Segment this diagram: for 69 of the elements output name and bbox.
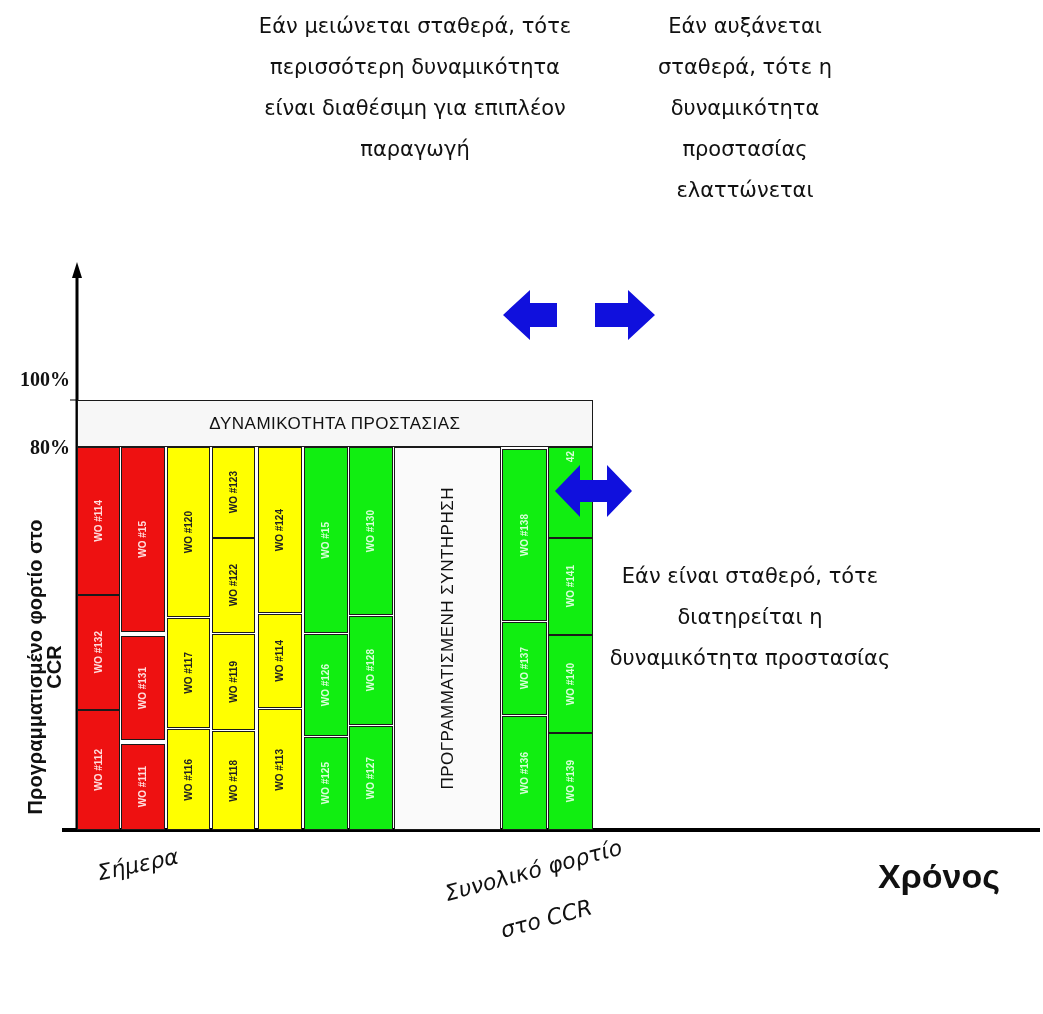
annotation-text: Εάν είναι σταθερό, τότε διατηρείται η δυναμικότητα προστασίας bbox=[608, 563, 892, 672]
block-label: WO #124 bbox=[274, 508, 286, 552]
work-order-block bbox=[121, 744, 165, 830]
block-label: WO #130 bbox=[365, 509, 377, 553]
work-order-block bbox=[502, 716, 547, 830]
work-order-block bbox=[304, 447, 348, 633]
block-label: ΔΥΝΑΜΙΚΟΤΗΤΑ ΠΡΟΣΤΑΣΙΑΣ bbox=[209, 413, 461, 434]
block-label: WO #127 bbox=[365, 756, 377, 800]
axis-title: Προγραμματισμένο φορτίο στο CCR bbox=[26, 518, 64, 817]
block-label: WO #118 bbox=[227, 759, 240, 802]
work-order-block bbox=[548, 635, 593, 733]
work-order-block bbox=[349, 616, 393, 725]
work-order-block bbox=[349, 447, 393, 615]
block-label: WO #140 bbox=[564, 662, 577, 706]
work-order-block bbox=[121, 636, 165, 740]
block-label: WO #138 bbox=[518, 513, 531, 557]
block-label: WO #136 bbox=[518, 751, 531, 795]
block-label: WO #125 bbox=[320, 762, 332, 805]
work-order-block bbox=[167, 618, 210, 728]
block-label: WO #15 bbox=[320, 521, 332, 559]
block-label: WO #119 bbox=[227, 661, 240, 703]
work-order-block bbox=[548, 733, 593, 830]
block-label: WO #141 bbox=[564, 565, 577, 608]
axis-tick-label: 80% bbox=[30, 436, 71, 458]
work-order-block bbox=[502, 622, 547, 715]
block-label: WO #128 bbox=[365, 649, 377, 692]
block-label: ΠΡΟΓΡΑΜΜΑΤΙΣΜΕΝΗ ΣΥΝΤΗΡΗΣΗ bbox=[437, 487, 458, 790]
block-label: WO #123 bbox=[227, 471, 240, 514]
annotation-text: Εάν μειώνεται σταθερά, τότε περισσότερη δυναμικότητα είναι διαθέσιμη για επιπλέον παραγωγή bbox=[257, 13, 573, 163]
work-order-block bbox=[167, 729, 210, 830]
work-order-block bbox=[212, 538, 255, 633]
work-order-block bbox=[77, 595, 120, 710]
axis-title: Χρόνος bbox=[878, 856, 1001, 896]
work-order-block bbox=[167, 447, 210, 617]
block-label: WO #131 bbox=[137, 666, 149, 710]
work-order-block bbox=[77, 710, 120, 830]
work-order-block bbox=[548, 538, 593, 635]
block-label: WO #117 bbox=[182, 652, 195, 694]
work-order-block bbox=[212, 731, 255, 830]
work-order-block bbox=[258, 447, 302, 613]
block-label: WO #113 bbox=[274, 748, 286, 791]
block-label: WO #112 bbox=[92, 749, 105, 791]
block-label: WO #137 bbox=[518, 647, 531, 690]
capacity-band bbox=[77, 400, 593, 447]
work-order-block bbox=[258, 709, 302, 830]
block-label: WO #120 bbox=[182, 510, 195, 554]
work-order-block bbox=[77, 447, 120, 595]
work-order-block bbox=[304, 634, 348, 736]
work-order-block bbox=[121, 447, 165, 632]
work-order-block bbox=[304, 737, 348, 830]
axis-tick-label: 100% bbox=[20, 368, 71, 390]
block-label: WO #132 bbox=[92, 631, 105, 674]
block-label: WO #126 bbox=[320, 663, 332, 707]
work-order-block bbox=[258, 614, 302, 708]
maintenance-block bbox=[394, 447, 501, 830]
block-label: WO #122 bbox=[227, 564, 240, 607]
block-label: WO #139 bbox=[564, 760, 577, 803]
axis-label: Σήμερα bbox=[94, 842, 182, 888]
work-order-block bbox=[349, 726, 393, 830]
block-label: WO #114 bbox=[92, 500, 105, 542]
work-order-block bbox=[212, 634, 255, 730]
block-label: WO #111 bbox=[137, 766, 149, 808]
block-label: WO #116 bbox=[182, 758, 195, 801]
annotation-text: Εάν αυξάνεται σταθερά, τότε η δυναμικότητα προστασίας ελαττώνεται bbox=[657, 13, 833, 204]
block-label: 42 bbox=[564, 451, 577, 463]
work-order-block bbox=[502, 449, 547, 621]
block-label: WO #15 bbox=[137, 521, 149, 558]
block-label: WO #114 bbox=[274, 640, 286, 682]
work-order-block bbox=[212, 447, 255, 538]
